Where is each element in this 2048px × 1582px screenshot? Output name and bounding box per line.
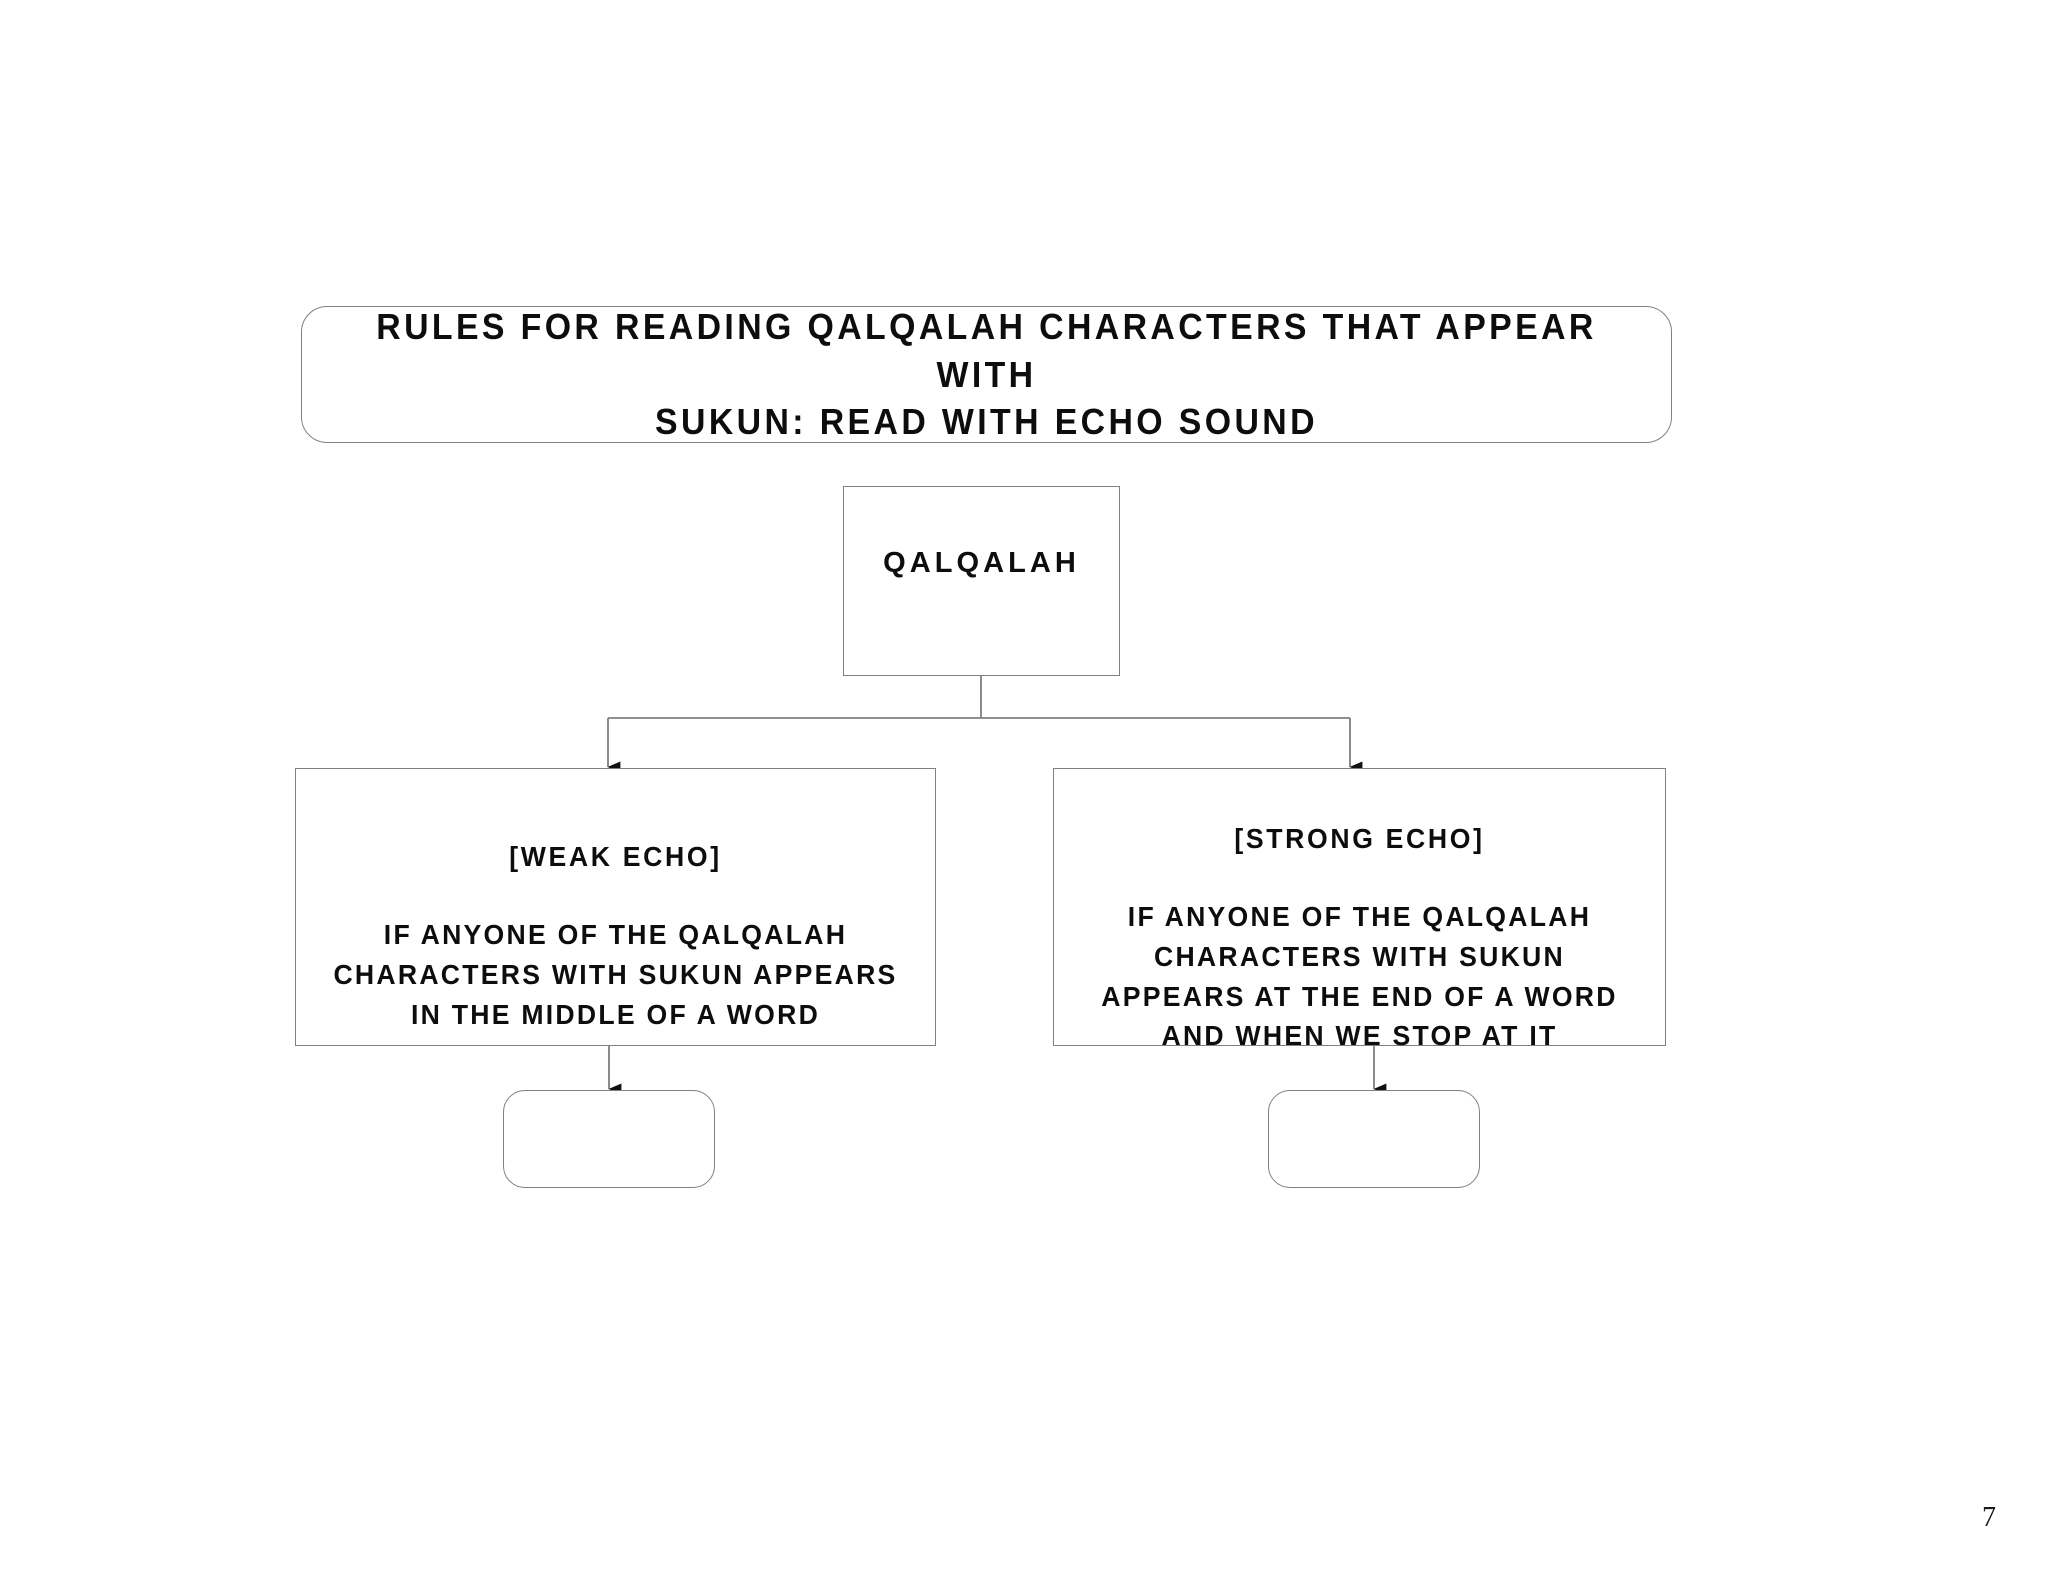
- node-qalqalah-label: QALQALAH: [883, 547, 1080, 579]
- node-qalqalah[interactable]: QALQALAH: [843, 486, 1120, 676]
- page-number: 7: [1982, 1502, 1996, 1533]
- node-strong-echo[interactable]: [STRONG ECHO] IF ANYONE OF THE QALQALAH …: [1053, 768, 1666, 1051]
- node-strong-echo-body: IF ANYONE OF THE QALQALAH CHARACTERS WIT…: [1101, 901, 1618, 1052]
- node-strong-echo-heading: [STRONG ECHO]: [1234, 823, 1485, 854]
- page-title: RULES FOR READING QALQALAH CHARACTERS TH…: [376, 306, 1597, 443]
- title-box: RULES FOR READING QALQALAH CHARACTERS TH…: [301, 306, 1672, 443]
- node-strong-echo-terminal[interactable]: [1268, 1090, 1480, 1188]
- node-weak-echo-body: IF ANYONE OF THE QALQALAH CHARACTERS WIT…: [333, 919, 898, 1030]
- node-weak-echo[interactable]: [WEAK ECHO] IF ANYONE OF THE QALQALAH CH…: [295, 768, 936, 1046]
- node-weak-echo-heading: [WEAK ECHO]: [509, 841, 722, 872]
- node-weak-echo-terminal[interactable]: [503, 1090, 715, 1188]
